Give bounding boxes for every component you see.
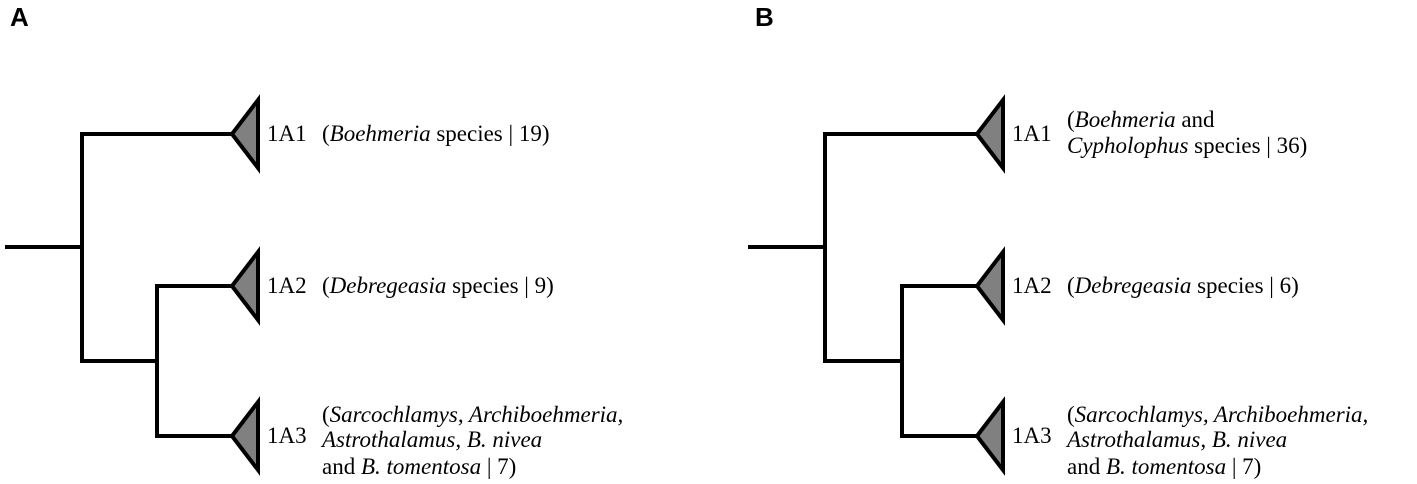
clade-id-1A2: 1A2	[1012, 273, 1052, 298]
phylogenetic-tree	[5, 94, 260, 476]
clade-description-line: and B. tomentosa | 7)	[1067, 454, 1262, 479]
clade-description-line: Astrothalamus, B. nivea	[1067, 427, 1288, 452]
clade-id-1A1: 1A1	[267, 121, 307, 146]
clade-id-1A3: 1A3	[1012, 423, 1052, 448]
clade-description-line: and B. tomentosa | 7)	[322, 454, 517, 479]
collapsed-clade-triangle	[974, 246, 1005, 326]
collapsed-clade-triangle	[229, 94, 260, 174]
panel-a: A 1A1 (Boehmeria species | 19) 1A2 (Debrege…	[0, 0, 700, 484]
panel-label: B	[755, 2, 774, 32]
clade-description-line: (Boehmeria species | 19)	[322, 121, 550, 146]
clade-description-line: (Debregeasia species | 6)	[1067, 273, 1299, 298]
clade-id-1A2: 1A2	[267, 273, 307, 298]
clade-description-line: (Sarcochlamys, Archiboehmeria,	[1067, 402, 1369, 427]
clade-id-1A1: 1A1	[1012, 121, 1052, 146]
clade-description-line: (Boehmeria and	[1067, 107, 1215, 132]
panel-label: A	[10, 2, 29, 32]
collapsed-clade-triangle	[229, 246, 260, 326]
collapsed-clade-triangle	[229, 396, 260, 476]
collapsed-clade-triangle	[974, 94, 1005, 174]
collapsed-clade-triangle	[974, 396, 1005, 476]
clade-description-line: Astrothalamus, B. nivea	[322, 427, 543, 452]
clade-description-line: (Debregeasia species | 9)	[322, 273, 554, 298]
clade-id-1A3: 1A3	[267, 423, 307, 448]
clade-description-line: (Sarcochlamys, Archiboehmeria,	[322, 402, 624, 427]
clade-description-line: Cypholophus species | 36)	[1067, 133, 1308, 158]
phylogenetic-tree	[748, 94, 1005, 476]
